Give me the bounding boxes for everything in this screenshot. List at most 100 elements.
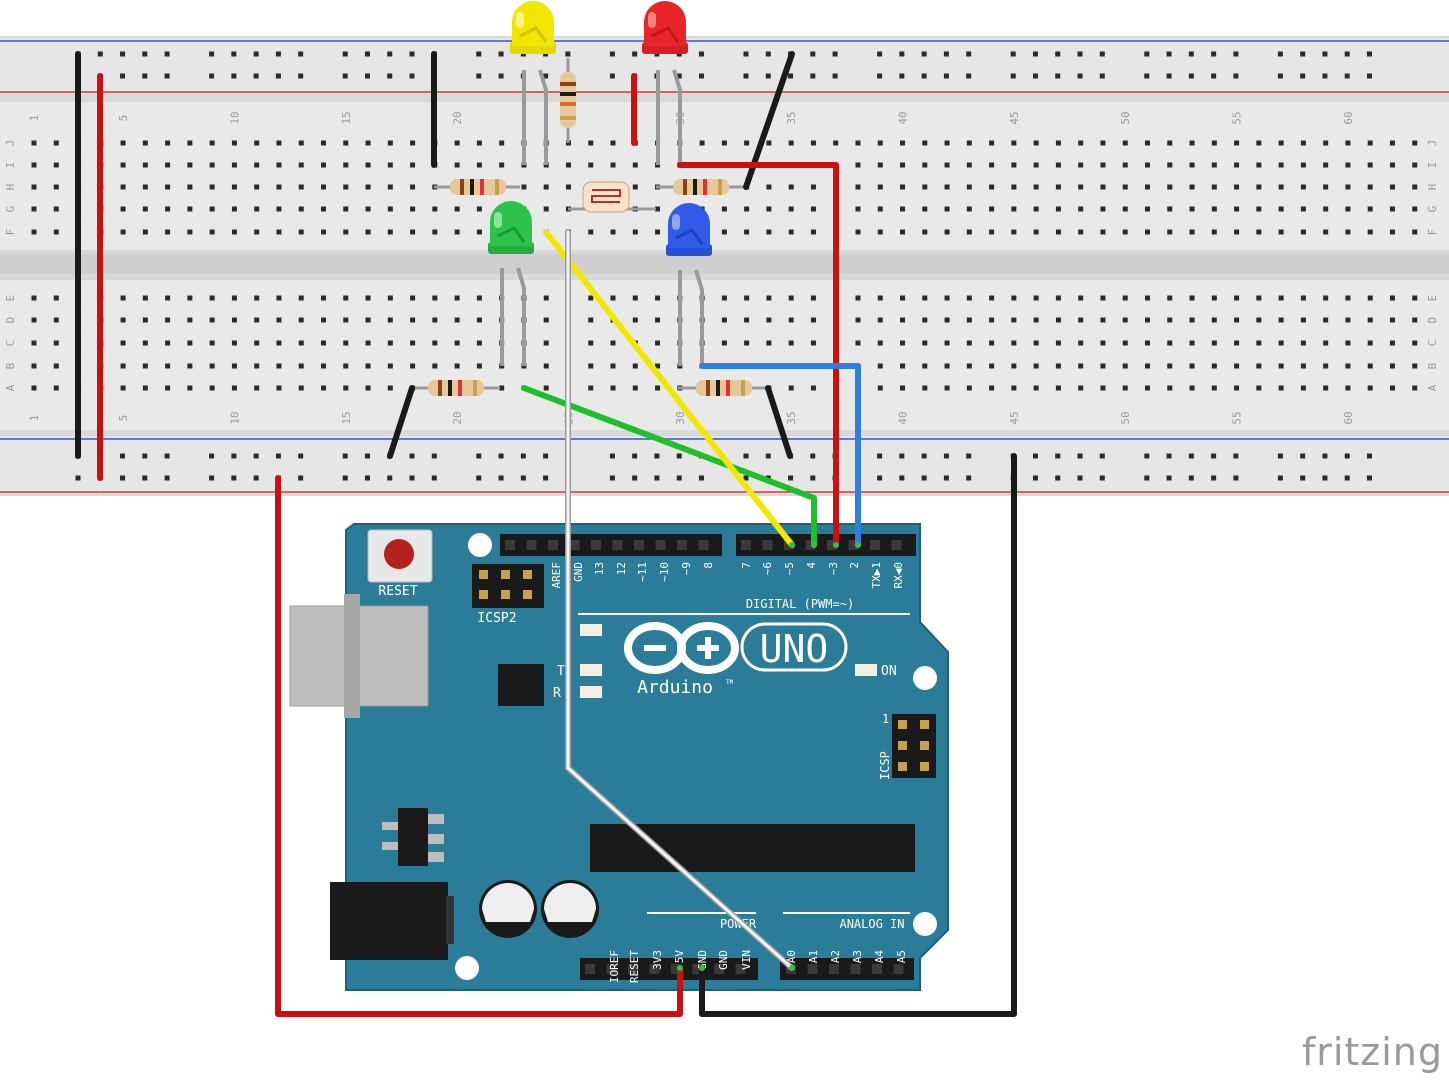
breadboard-hole (1189, 229, 1195, 235)
wire-white-a0-core (566, 230, 794, 970)
red-led (642, 1, 688, 54)
breadboard-hole (432, 206, 438, 212)
breadboard-hole (588, 140, 594, 146)
breadboard-hole (1278, 184, 1284, 190)
rail-hole (1344, 51, 1350, 57)
breadboard-hole (321, 317, 327, 323)
breadboard-hole (343, 317, 349, 323)
breadboard-hole (1256, 317, 1262, 323)
breadboard-hole (231, 385, 237, 391)
column-label: 20 (451, 111, 464, 124)
breadboard-hole (877, 340, 883, 346)
breadboard-hole (1278, 363, 1284, 369)
rail-hole (298, 51, 304, 57)
header-pin (649, 964, 660, 974)
breadboard-hole (1345, 184, 1351, 190)
breadboard-hole (53, 140, 59, 146)
breadboard-hole (410, 162, 416, 168)
header-pin (671, 964, 681, 974)
breadboard-hole (321, 385, 327, 391)
rail-hole (966, 453, 972, 459)
rail-hole (698, 51, 704, 57)
breadboard-hole (499, 140, 505, 146)
rail-hole (520, 453, 526, 459)
breadboard-hole (187, 385, 193, 391)
column-label: 35 (785, 411, 798, 424)
breadboard-hole (231, 162, 237, 168)
breadboard-hole (1300, 317, 1306, 323)
rail-hole (632, 475, 638, 481)
rail-hole (765, 453, 771, 459)
analog-label: ANALOG IN (839, 917, 904, 931)
breadboard-hole (1412, 206, 1418, 212)
breadboard-hole (1122, 340, 1128, 346)
rail-hole (966, 73, 972, 79)
breadboard-hole (387, 229, 393, 235)
header-pin (585, 964, 595, 974)
rail-hole (899, 73, 905, 79)
breadboard-hole (387, 295, 393, 301)
breadboard-hole (254, 385, 260, 391)
power-pin-label: VIN (740, 950, 753, 970)
breadboard-hole (766, 317, 772, 323)
breadboard-hole (1367, 184, 1373, 190)
breadboard-hole (142, 295, 148, 301)
row-label: A (1426, 384, 1439, 391)
breadboard-hole (1189, 385, 1195, 391)
breadboard-hole (432, 317, 438, 323)
rail-hole (1099, 73, 1105, 79)
breadboard-hole (966, 162, 972, 168)
breadboard-hole (655, 295, 661, 301)
rail-hole (743, 475, 749, 481)
breadboard-hole (788, 184, 794, 190)
breadboard-hole (1033, 140, 1039, 146)
rail-hole (1144, 475, 1150, 481)
photoresistor (568, 181, 656, 213)
power-pin-label: GND (717, 950, 730, 970)
reset-button-cap[interactable] (384, 539, 414, 569)
rail-hole (1322, 51, 1328, 57)
breadboard-hole (1256, 162, 1262, 168)
power-jack (330, 882, 448, 960)
header-pin (714, 964, 724, 974)
wire-green-pin4 (521, 385, 817, 548)
breadboard-hole (1122, 140, 1128, 146)
breadboard-hole (788, 317, 794, 323)
rail-hole (810, 453, 816, 459)
breadboard-hole (966, 340, 972, 346)
rail-hole (743, 51, 749, 57)
breadboard-hole (1234, 184, 1240, 190)
breadboard-hole (1323, 206, 1329, 212)
breadboard-hole (343, 295, 349, 301)
breadboard-hole (231, 340, 237, 346)
breadboard-hole (276, 363, 282, 369)
breadboard-hole (1211, 184, 1217, 190)
column-label: 40 (897, 111, 910, 124)
breadboard-hole (120, 162, 126, 168)
rail-hole (1322, 475, 1328, 481)
column-label: 40 (897, 411, 910, 424)
breadboard-hole (187, 184, 193, 190)
breadboard-hole (1412, 295, 1418, 301)
rail-hole (1055, 475, 1061, 481)
breadboard-hole (1211, 162, 1217, 168)
breadboard-hole (187, 317, 193, 323)
breadboard-hole (1211, 385, 1217, 391)
usb-shell (344, 594, 360, 718)
breadboard-hole (276, 140, 282, 146)
rail-hole (1144, 73, 1150, 79)
breadboard-hole (1367, 140, 1373, 146)
breadboard-hole (610, 229, 616, 235)
breadboard-hole (432, 340, 438, 346)
digital-header-left (500, 534, 722, 556)
digital-pin-label: 4 (805, 562, 818, 569)
row-label: F (1426, 229, 1439, 236)
rail-hole (231, 51, 237, 57)
power-pin-label: GND (696, 950, 709, 970)
breadboard-hole (365, 295, 371, 301)
row-label: G (1426, 206, 1439, 213)
breadboard-hole (788, 385, 794, 391)
column-label: 30 (674, 411, 687, 424)
breadboard-hole (476, 363, 482, 369)
